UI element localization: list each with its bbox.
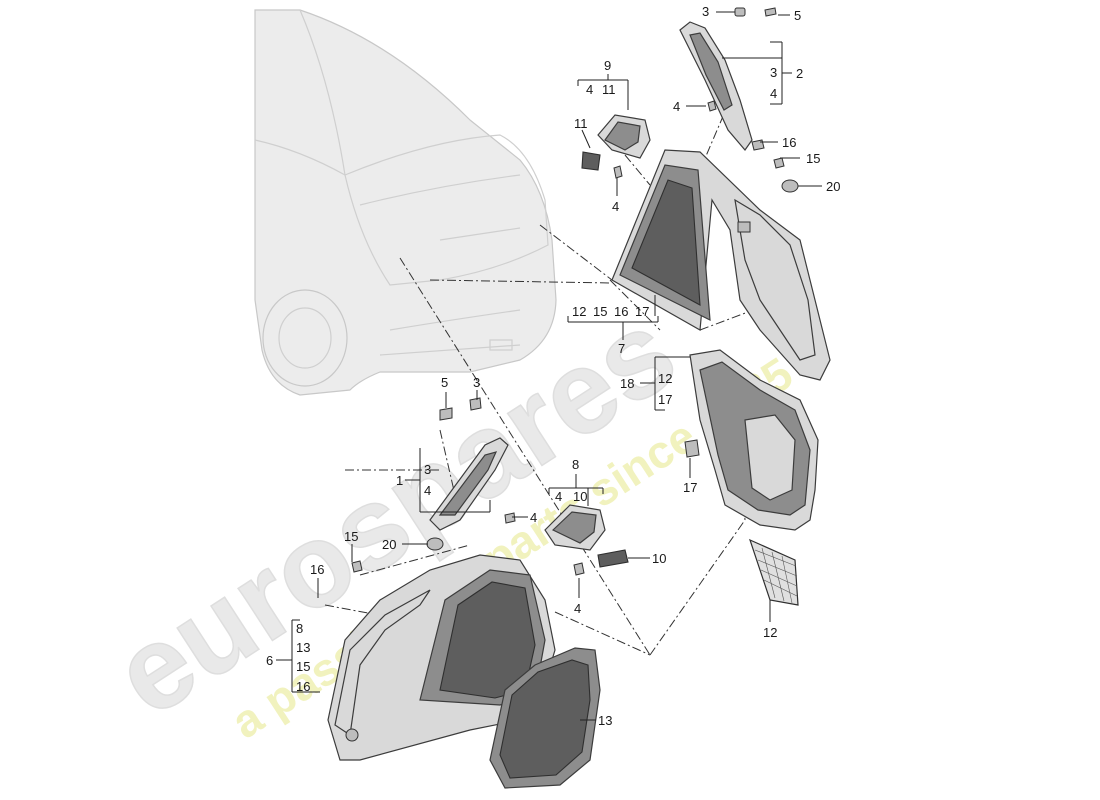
cargo-net	[749, 538, 799, 606]
callout-4-group9: 4	[586, 82, 593, 97]
callout-9: 9	[604, 58, 611, 73]
callout-13: 13	[598, 713, 612, 728]
callout-17-group18: 17	[658, 392, 672, 407]
right-pillar-trim	[679, 7, 777, 151]
callout-17-small: 17	[683, 480, 697, 495]
callout-3-group2: 3	[770, 65, 777, 80]
callout-15-group7: 15	[593, 304, 607, 319]
callout-labels: 3 5 2 3 4 9 4 11 4 11 4 16 15 20 12 15 1…	[266, 4, 840, 728]
callout-15-group6: 15	[296, 659, 310, 674]
callout-12-group18: 12	[658, 371, 672, 386]
callout-5-mid: 5	[441, 375, 448, 390]
left-pillar-trim	[429, 397, 516, 531]
callout-12-net: 12	[763, 625, 777, 640]
callout-4-under11: 4	[612, 199, 619, 214]
callout-15-top: 15	[806, 151, 820, 166]
vehicle-rear-view	[254, 9, 557, 396]
callout-16-top: 16	[782, 135, 796, 150]
side-carpet-panel	[489, 647, 601, 789]
callout-3-mid: 3	[473, 375, 480, 390]
storage-box-lower	[544, 504, 629, 576]
callout-8-group6: 8	[296, 621, 303, 636]
callout-11: 11	[574, 116, 588, 131]
callout-10-group8: 10	[573, 489, 587, 504]
callout-10: 10	[652, 551, 666, 566]
right-rear-trim-panel	[684, 349, 819, 531]
callout-16-left: 16	[310, 562, 324, 577]
callout-16-group6: 16	[296, 679, 310, 694]
callout-5-top: 5	[794, 8, 801, 23]
left-side-trim	[327, 537, 556, 761]
callout-3-group1: 3	[424, 462, 431, 477]
callout-4-under8: 4	[574, 601, 581, 616]
callout-20-top: 20	[826, 179, 840, 194]
callout-11-group9: 11	[602, 82, 616, 97]
callout-20-left: 20	[382, 537, 396, 552]
callout-15-left: 15	[344, 529, 358, 544]
storage-box-upper	[581, 114, 651, 179]
callout-8: 8	[572, 457, 579, 472]
callout-1: 1	[396, 473, 403, 488]
callout-6: 6	[266, 653, 273, 668]
callout-17-group7: 17	[635, 304, 649, 319]
callout-3-top: 3	[702, 4, 709, 19]
callout-4-group2: 4	[770, 86, 777, 101]
leader-lines	[276, 11, 822, 721]
callout-7: 7	[618, 341, 625, 356]
callout-16-group7: 16	[614, 304, 628, 319]
callout-12-group7: 12	[572, 304, 586, 319]
callout-4-group1: 4	[424, 483, 431, 498]
callout-4-right1: 4	[530, 510, 537, 525]
callout-4-group8: 4	[555, 489, 562, 504]
callout-2: 2	[796, 66, 803, 81]
callout-13-group6: 13	[296, 640, 310, 655]
callout-4-mid-top: 4	[673, 99, 680, 114]
callout-18: 18	[620, 376, 634, 391]
right-side-trim	[611, 149, 831, 381]
upper-clips	[751, 139, 799, 193]
